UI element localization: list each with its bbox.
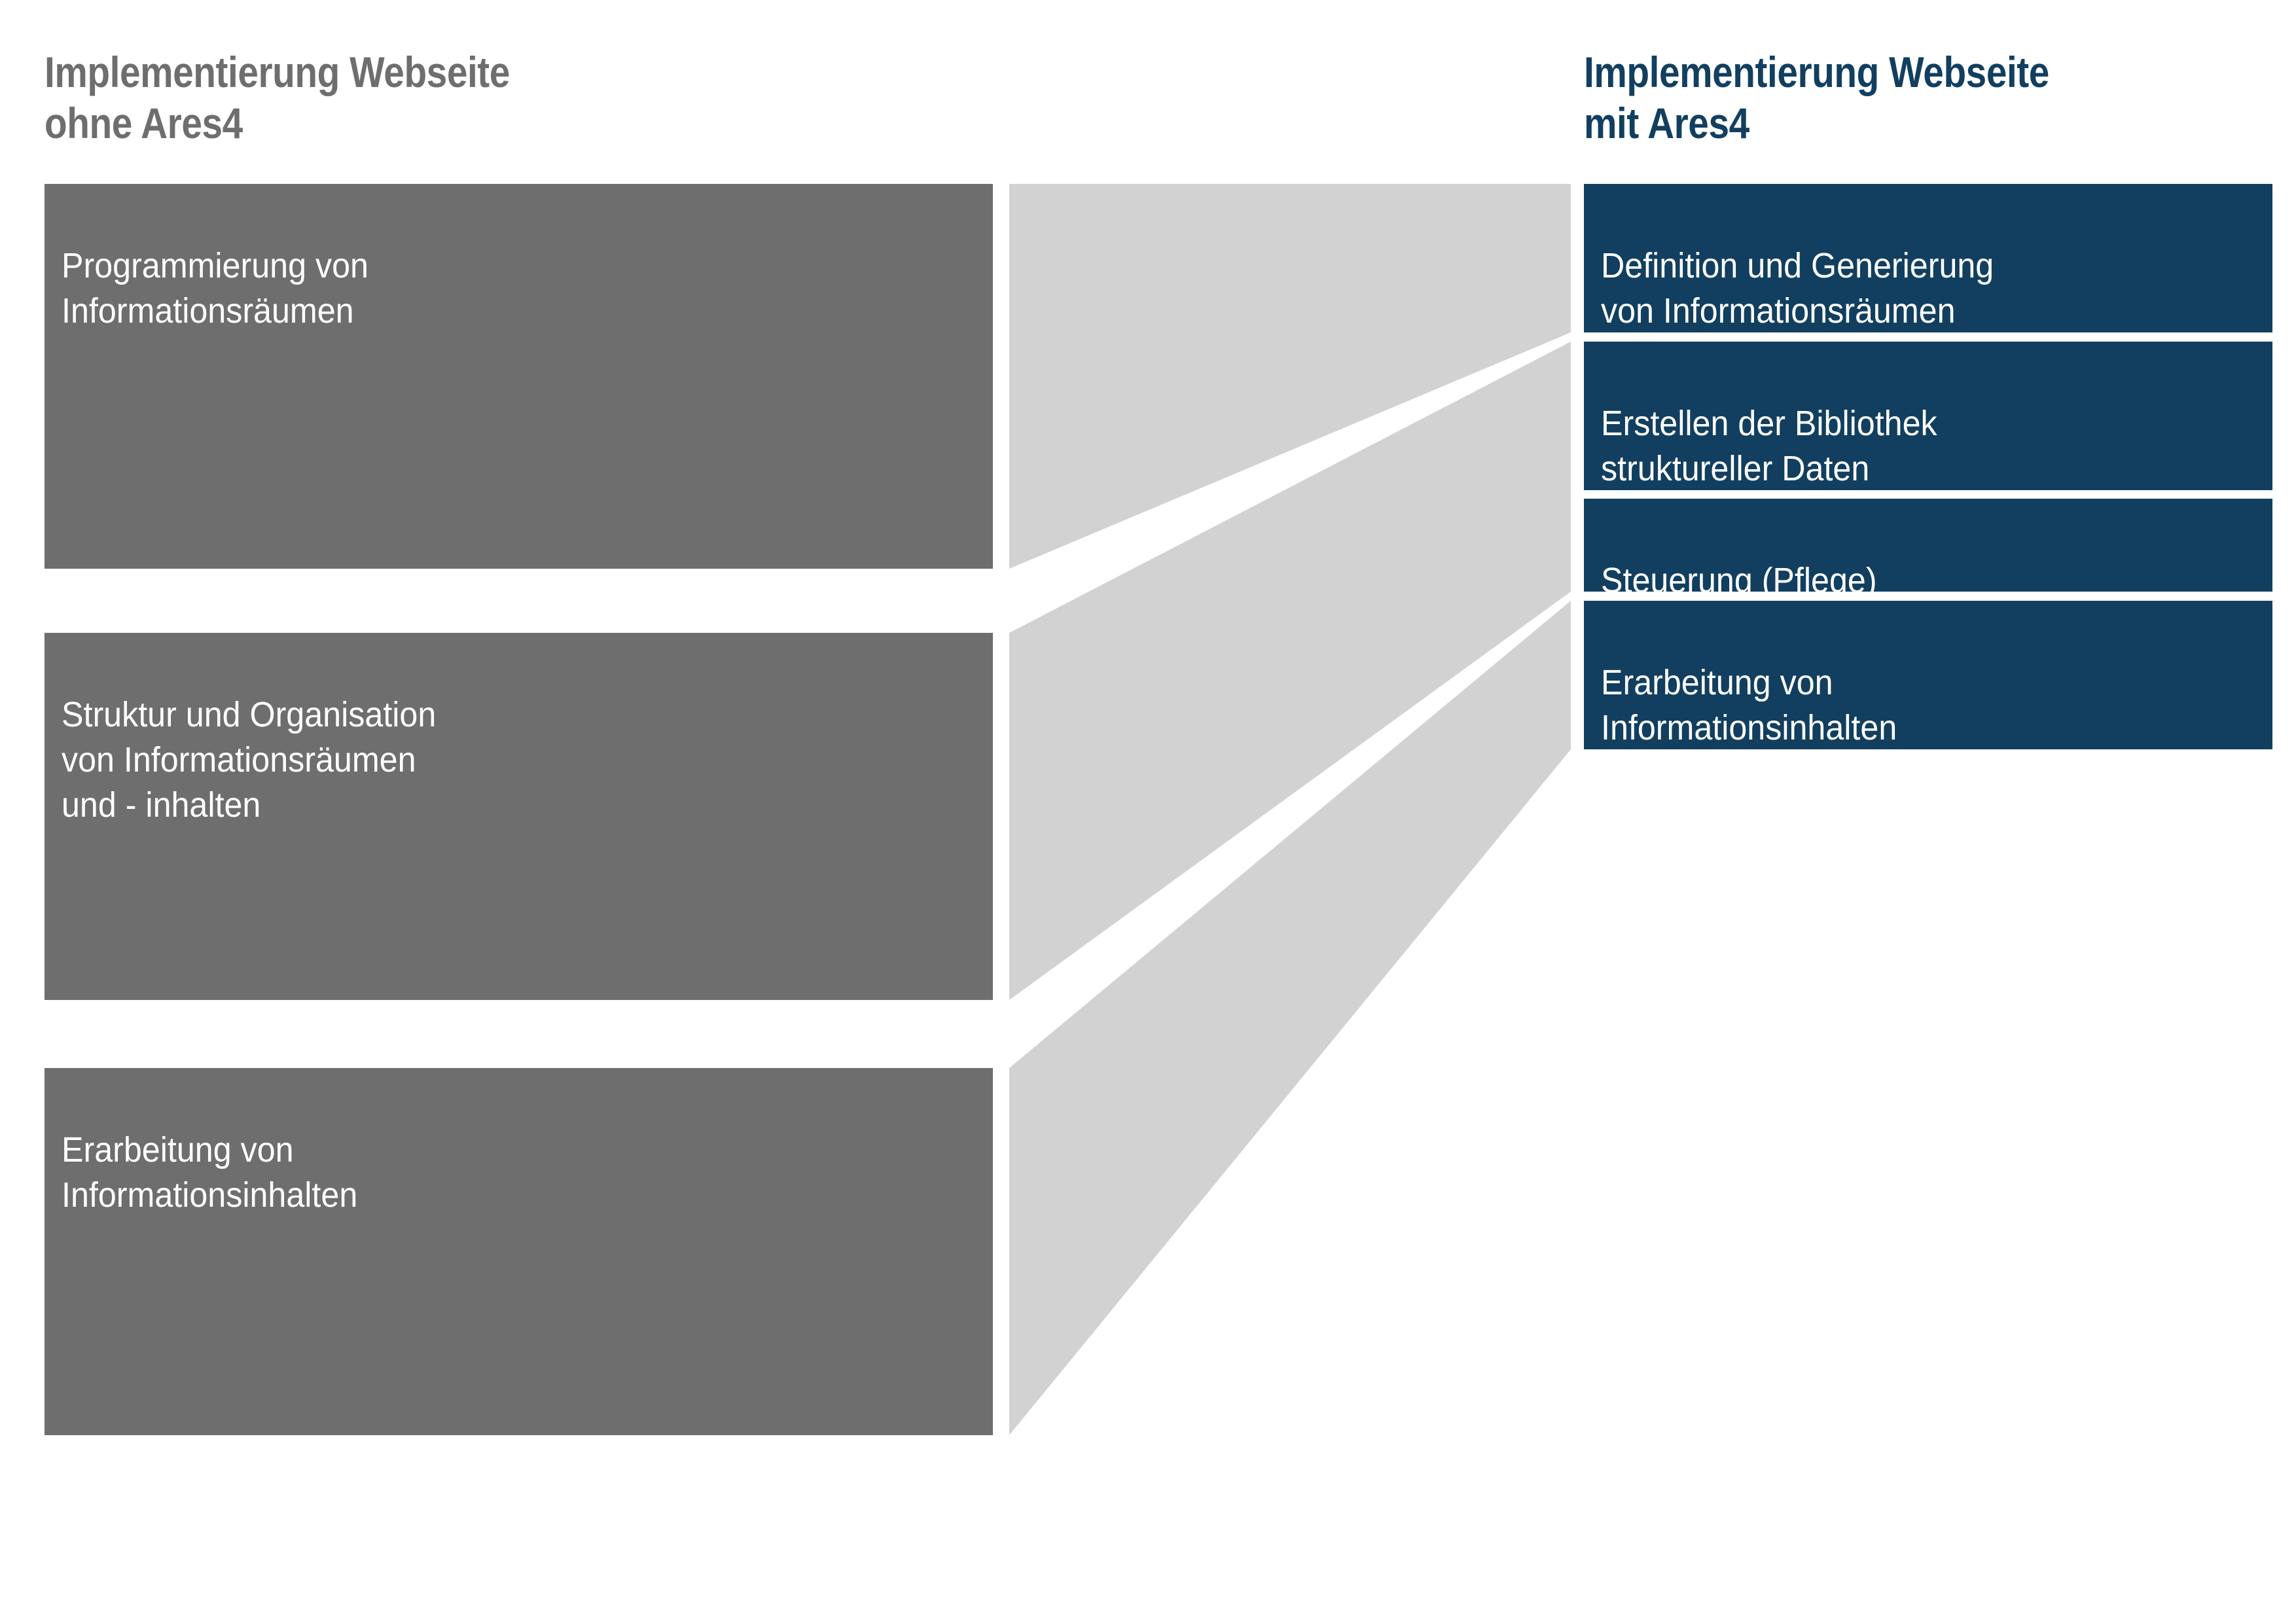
process-box-left-1[interactable]: Struktur und Organisation von Informatio… xyxy=(45,633,993,1000)
process-box-right-2-label: Steuerung (Pflege) xyxy=(1601,561,1877,601)
process-box-left-2[interactable]: Erarbeitung von Informationsinhalten xyxy=(45,1068,993,1435)
process-box-right-0-label: Definition und Generierung von Informati… xyxy=(1601,246,1994,331)
connector-ribbon-2 xyxy=(1009,342,1571,1000)
process-box-right-2[interactable]: Steuerung (Pflege) xyxy=(1584,499,2272,600)
process-box-right-1[interactable]: Erstellen der Bibliothek struktureller D… xyxy=(1584,342,2272,490)
connector-ribbon-1 xyxy=(1009,184,1571,569)
process-box-right-3[interactable]: Erarbeitung von Informationsinhalten xyxy=(1584,601,2272,749)
process-box-left-2-label: Erarbeitung von Informationsinhalten xyxy=(62,1130,358,1215)
process-box-left-0[interactable]: Programmierung von Informationsräumen xyxy=(45,184,993,569)
process-box-left-1-label: Struktur und Organisation von Informatio… xyxy=(62,695,437,825)
connector-ribbon-3 xyxy=(1009,601,1571,1435)
process-box-left-0-label: Programmierung von Informationsräumen xyxy=(62,246,368,331)
right-column-heading: Implementierung Webseite mit Ares4 xyxy=(1584,48,2049,147)
left-column-heading: Implementierung Webseite ohne Ares4 xyxy=(45,48,510,147)
process-box-right-0[interactable]: Definition und Generierung von Informati… xyxy=(1584,184,2272,332)
process-box-right-1-label: Erstellen der Bibliothek struktureller D… xyxy=(1601,404,1937,489)
process-box-right-3-label: Erarbeitung von Informationsinhalten xyxy=(1601,663,1897,748)
